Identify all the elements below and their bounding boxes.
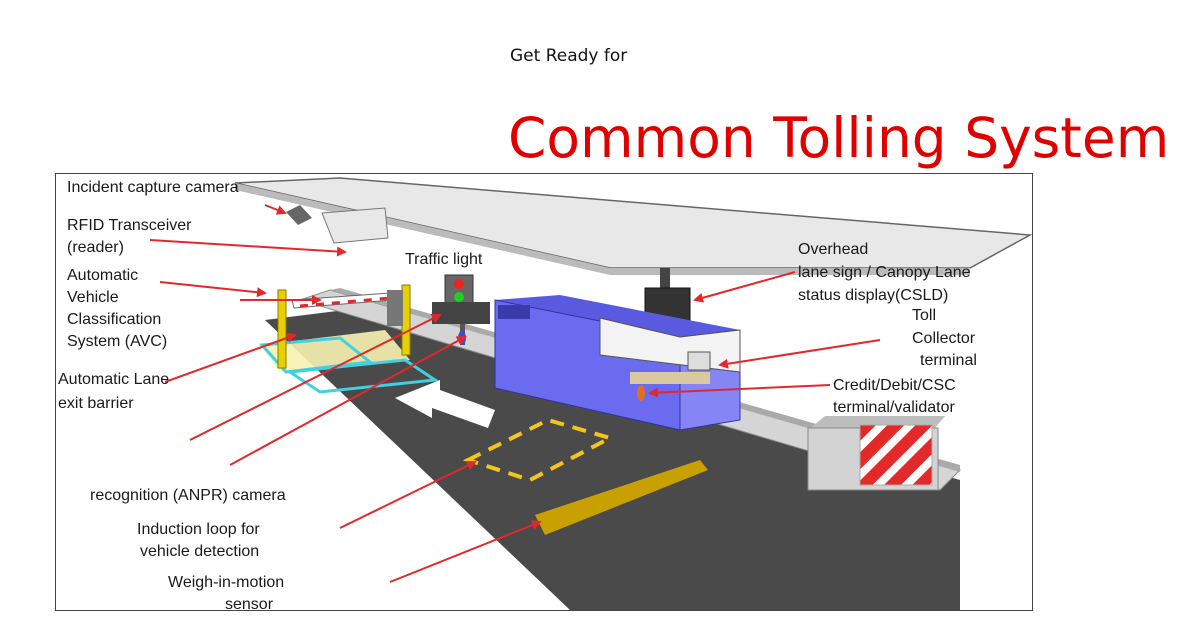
svg-text:recognition (ANPR) camera: recognition (ANPR) camera [90, 487, 286, 504]
subtitle: Get Ready for [510, 46, 628, 66]
label-traffic-light: Traffic light [405, 251, 483, 268]
label-avc-line1: Automatic [67, 267, 138, 284]
anpr-camera-unit [432, 302, 490, 324]
label-loop-line2: vehicle detection [140, 543, 259, 560]
diagram-frame [55, 173, 1033, 611]
label-csld-line3: status display(CSLD) [798, 287, 948, 304]
label-loop-line1: Induction loop for [137, 521, 260, 538]
weigh-in-motion-sensor [535, 460, 708, 535]
canopy-support [660, 268, 670, 293]
chevron-sign [859, 424, 933, 486]
label-wim-line2: sensor [225, 596, 274, 613]
induction-loop [462, 417, 616, 483]
svg-text:lane sign / Canopy Lane: lane sign / Canopy Lane [798, 264, 971, 281]
barrier-motor [387, 290, 403, 326]
label-barrier-line2: exit barrier [58, 395, 134, 412]
label-avc-line3: Classification [67, 311, 161, 328]
label-avc-line4: System (AVC) [67, 333, 167, 350]
card-validator-icon [637, 385, 645, 401]
booth-display-panel [498, 305, 530, 319]
barrier-post-left [277, 289, 287, 369]
label-incident-camera: Incident capture camera [67, 179, 239, 196]
svg-text:Traffic light: Traffic light [405, 251, 483, 268]
label-card-line1: Credit/Debit/CSC [833, 377, 956, 394]
label-barrier-line1: Automatic Lane [58, 371, 169, 388]
svg-text:status display(CSLD): status display(CSLD) [798, 287, 948, 304]
label-wim-line1: Weigh-in-motion [168, 574, 284, 591]
label-toll-line2: Collector [912, 330, 976, 347]
svg-text:Vehicle: Vehicle [67, 289, 119, 306]
label-card-line2: terminal/validator [833, 399, 956, 416]
canopy [234, 177, 1033, 269]
collector-terminal-icon [687, 351, 711, 371]
svg-text:System (AVC): System (AVC) [67, 333, 167, 350]
svg-text:Automatic: Automatic [67, 267, 138, 284]
svg-text:Induction loop for: Induction loop for [137, 521, 260, 538]
svg-text:Toll: Toll [912, 307, 936, 324]
label-rfid-line2: (reader) [67, 239, 124, 256]
svg-text:Classification: Classification [67, 311, 161, 328]
label-anpr: recognition (ANPR) camera [90, 487, 286, 504]
incident-camera-icon [286, 205, 312, 225]
svg-text:terminal/validator: terminal/validator [833, 399, 956, 416]
label-csld-line2: lane sign / Canopy Lane [798, 264, 971, 281]
label-toll-line3: terminal [920, 352, 977, 369]
svg-text:Credit/Debit/CSC: Credit/Debit/CSC [833, 377, 956, 394]
rfid-reader [321, 207, 389, 244]
label-rfid-line1: RFID Transceiver [67, 217, 192, 234]
svg-text:Weigh-in-motion: Weigh-in-motion [168, 574, 284, 591]
toll-booth-roof [495, 295, 740, 337]
svg-text:exit barrier: exit barrier [58, 395, 134, 412]
svg-text:Automatic Lane: Automatic Lane [58, 371, 169, 388]
label-toll-line1: Toll [912, 307, 936, 324]
barrier-post-right [401, 284, 411, 356]
direction-arrow [395, 380, 495, 428]
svg-text:terminal: terminal [920, 352, 977, 369]
svg-text:vehicle detection: vehicle detection [140, 543, 259, 560]
detection-zone-2 [285, 358, 440, 394]
label-avc-line2: Vehicle [67, 289, 119, 306]
svg-text:RFID Transceiver: RFID Transceiver [67, 217, 192, 234]
counter [630, 372, 710, 384]
label-csld-line1: Overhead [798, 241, 868, 258]
svg-text:Collector: Collector [912, 330, 976, 347]
svg-text:(reader): (reader) [67, 239, 124, 256]
svg-text:Incident capture camera: Incident capture camera [67, 179, 239, 196]
svg-text:sensor: sensor [225, 596, 274, 613]
svg-text:Overhead: Overhead [798, 241, 868, 258]
page-title: Common Tolling System [508, 106, 1170, 170]
